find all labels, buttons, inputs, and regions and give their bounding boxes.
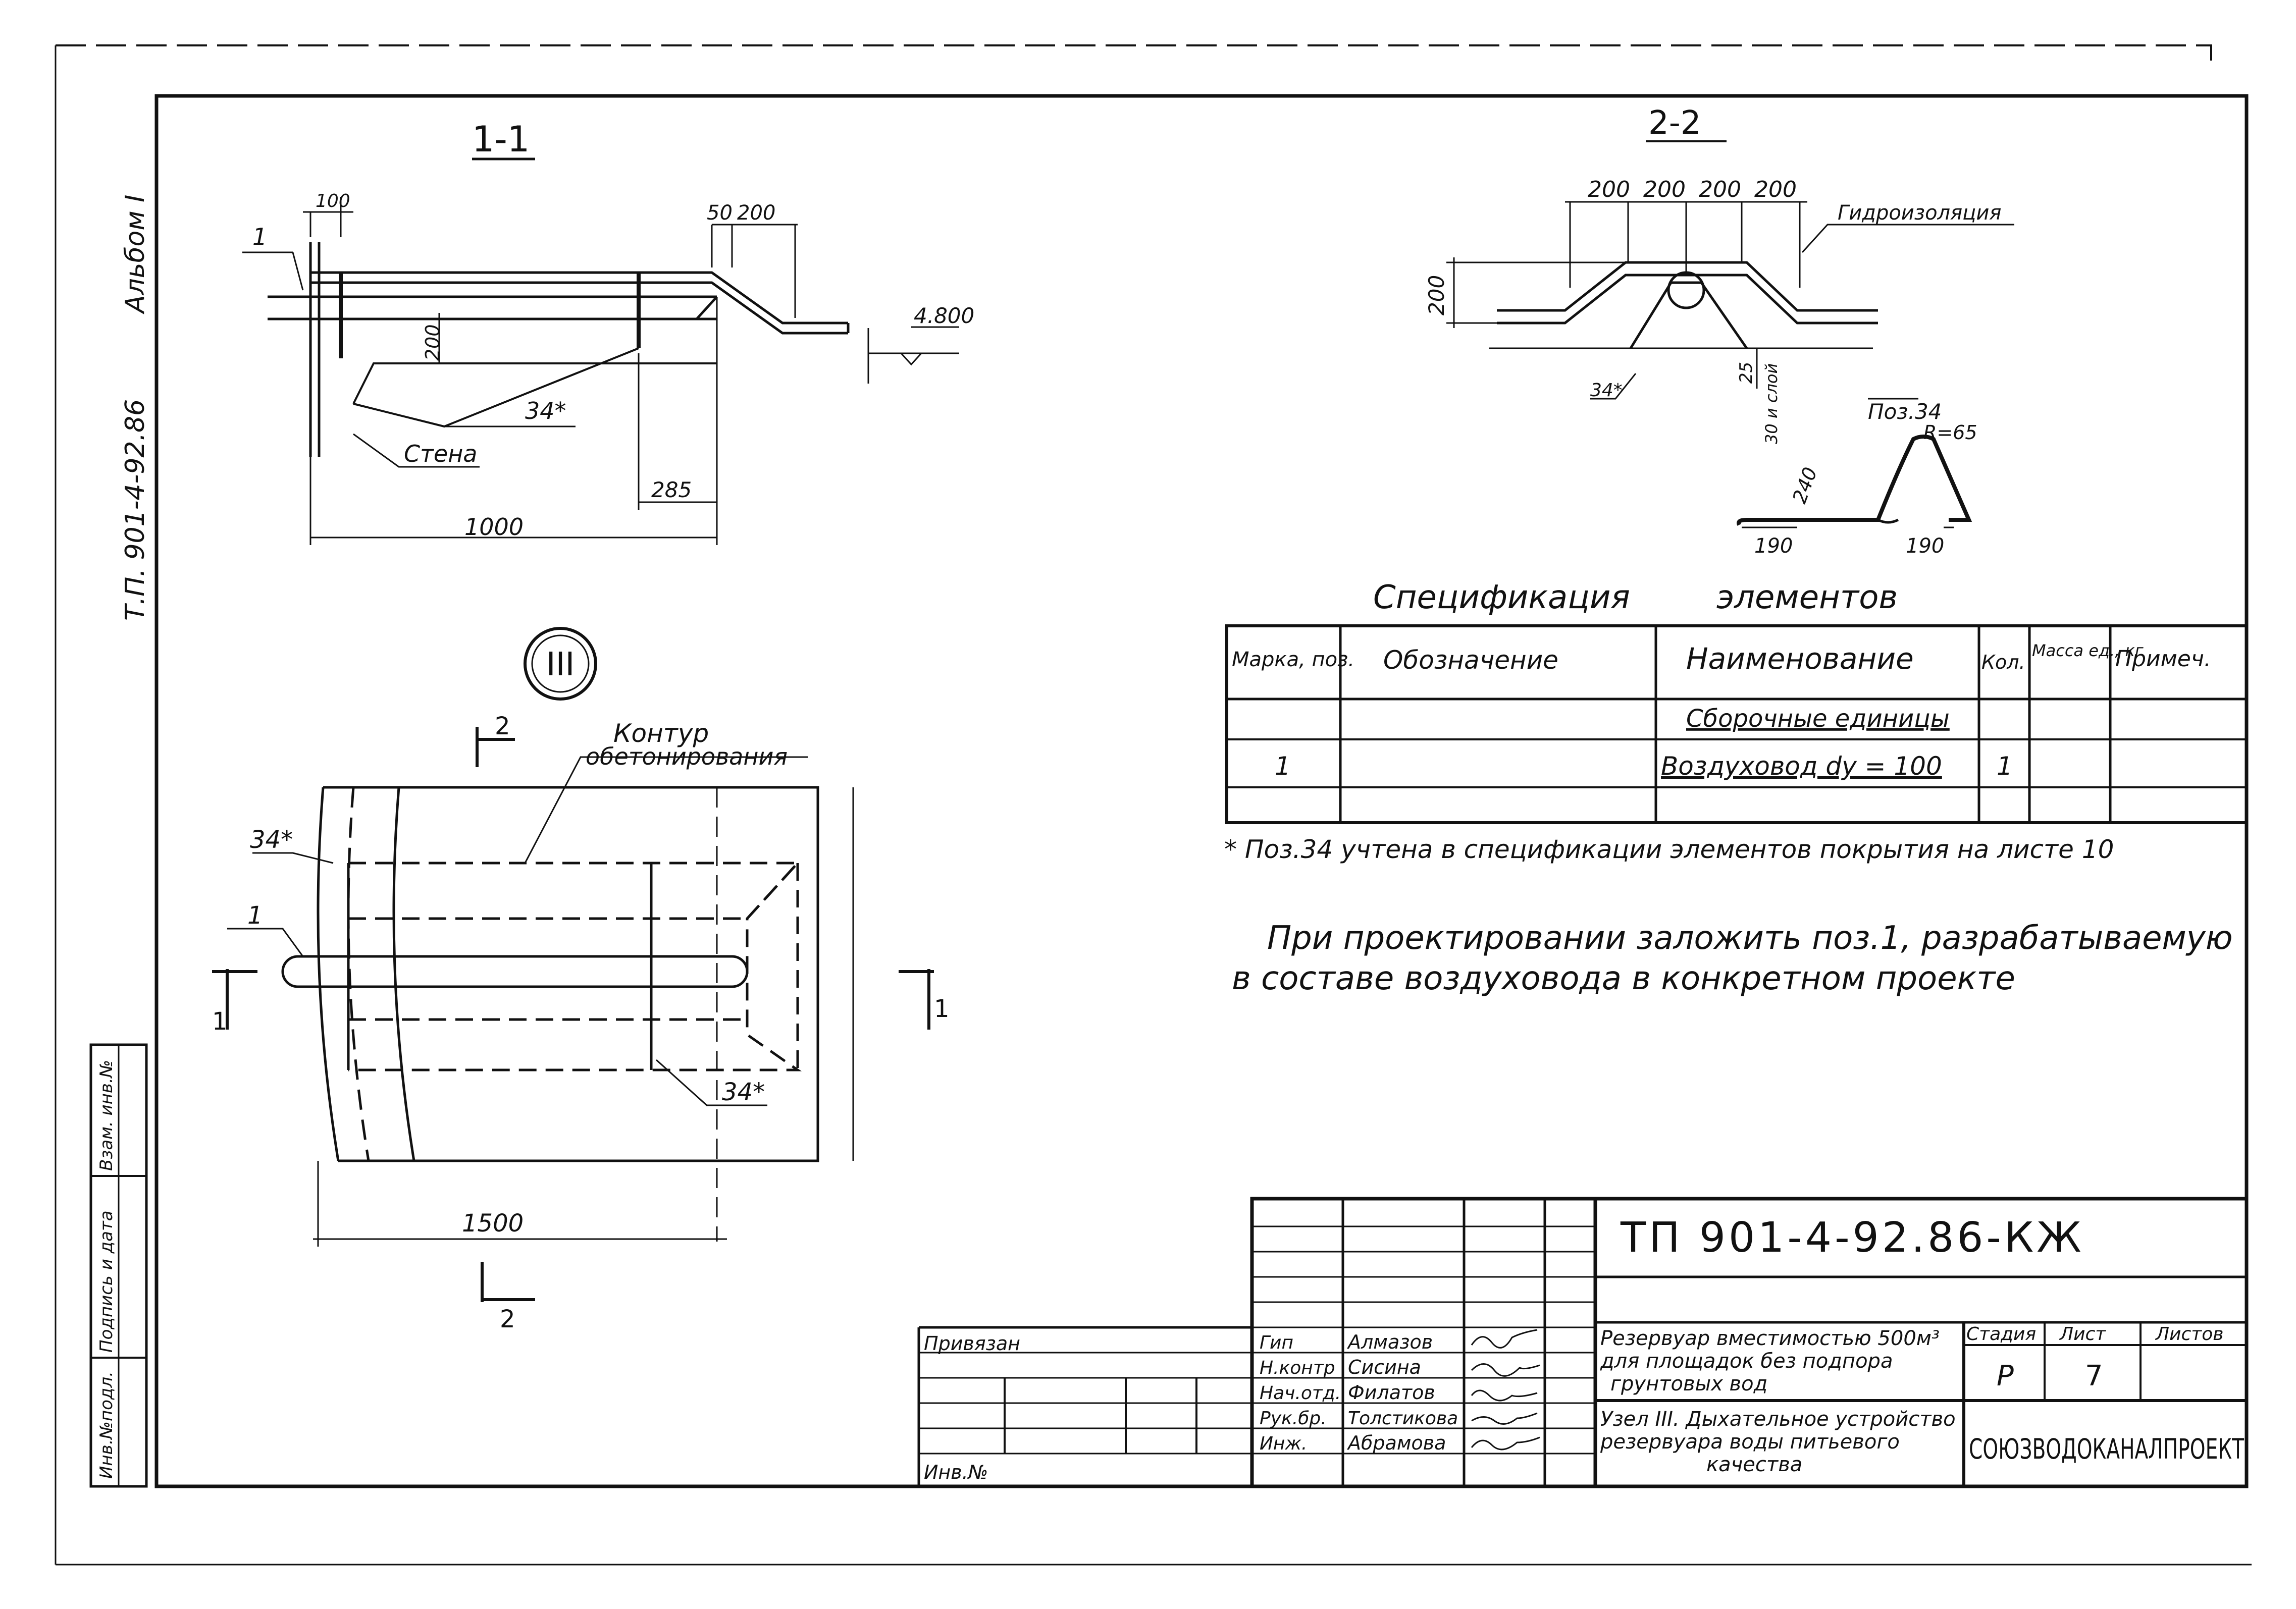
section-1-1: 1-1 (242, 119, 959, 545)
tb-name-4: Толстикова (1348, 1408, 1458, 1429)
spec-title-word2: элементов (1716, 579, 1898, 616)
spec-header-mark: Марка, поз. (1232, 648, 1354, 671)
tb-role-5: Инж. (1260, 1433, 1307, 1454)
section-2-2-title: 2-2 (1648, 104, 1701, 142)
s22-mark-34: 34* (1590, 380, 1623, 401)
spec-header-mass: Масса ед., кг (2032, 641, 2144, 660)
s22-dim-200v: 200 (1424, 275, 1449, 315)
plan-mark-1: 1 (247, 901, 263, 930)
spec-footnote: * Поз.34 учтена в спецификации элементов… (1224, 835, 2114, 864)
tb-organization: СОЮЗВОДОКАНАЛПРОЕКТ (1969, 1433, 2244, 1465)
s22-dim-3: 200 (1699, 177, 1741, 202)
spec-header-qty: Кол. (1981, 651, 2025, 673)
pos34-dim-190b: 190 (1906, 534, 1944, 558)
s11-dim-100: 100 (316, 191, 350, 211)
s22-dim-25: 25 (1736, 362, 1756, 384)
tb-name-2: Сисина (1348, 1356, 1421, 1378)
tb-name-5: Абрамова (1346, 1432, 1446, 1454)
signatures (1471, 1329, 1540, 1451)
s11-dim-50: 50 (707, 201, 733, 225)
plan-view-labels: Контур обетонирования 34* 1 34* 2 2 1 1 … (212, 712, 950, 1333)
spec-row2-mark: 1 (1275, 752, 1291, 781)
plan-mark-34a: 34* (250, 826, 293, 854)
s11-elevation: 4.800 (914, 303, 974, 328)
design-note-line1: При проектировании заложить поз.1, разра… (1267, 920, 2233, 957)
s11-mark-1: 1 (252, 223, 267, 250)
plan-cut-2-top: 2 (495, 712, 510, 740)
tb-sheet-line2: резервуара воды питьевого (1600, 1430, 1900, 1454)
plan-cut-1-left: 1 (212, 1007, 228, 1036)
s22-layer-note: 30 и слой (1762, 363, 1781, 444)
node-mark-label: III (546, 646, 575, 683)
s11-wall-label: Стена (404, 440, 477, 467)
tb-name-1: Алмазов (1346, 1331, 1433, 1353)
pos34-label: Поз.34 (1868, 399, 1942, 424)
tb-sheet: 7 (2085, 1360, 2103, 1392)
pos34-dim-190a: 190 (1754, 534, 1793, 558)
strip-signature-date: Подпись и дата (96, 1210, 117, 1353)
section-2-2: 2-2 (1446, 104, 2009, 528)
plan-cut-2-bottom: 2 (500, 1305, 515, 1333)
spec-header-name: Наименование (1686, 641, 1914, 676)
sheet-frame (55, 44, 2252, 1566)
plan-cut-1-right: 1 (934, 995, 950, 1023)
title-block: ТП 901-4-92.86-КЖ Привязан Инв.№ Гип Н.к… (917, 1197, 2249, 1488)
tb-sheet-header: Лист (2059, 1324, 2106, 1345)
s11-mark-34: 34* (525, 397, 566, 424)
tb-sheet-line1: Узел III. Дыхательное устройство (1600, 1408, 1956, 1431)
s22-dim-4: 200 (1754, 177, 1797, 202)
s11-dim-200: 200 (422, 324, 444, 361)
strip-inv-no: Инв.№подл. (96, 1371, 117, 1479)
tb-stage: Р (1997, 1360, 2014, 1392)
tb-sheet-line3: качества (1706, 1453, 1802, 1476)
tb-role-1: Гип (1260, 1332, 1293, 1353)
spec-row2-qty: 1 (1997, 752, 2013, 781)
section-1-1-labels: 1 100 50 200 200 4.800 34* Стена 285 100… (252, 191, 974, 541)
plan-view (212, 727, 934, 1302)
tb-role-2: Н.контр (1260, 1358, 1335, 1378)
spec-header-note: Примеч. (2115, 646, 2211, 672)
plan-contour-line1: Контур (613, 719, 709, 748)
plan-dim-1500: 1500 (462, 1209, 524, 1238)
tb-role-3: Нач.отд. (1260, 1383, 1341, 1404)
tb-name-3: Филатов (1348, 1381, 1435, 1404)
s11-dim-285: 285 (651, 477, 692, 502)
section-1-1-title: 1-1 (472, 119, 530, 160)
tb-inv-no: Инв.№ (924, 1461, 988, 1483)
tb-object-line1: Резервуар вместимостью 500м³ (1600, 1327, 1940, 1350)
pos34-radius: R=65 (1923, 421, 1977, 444)
project-code-vertical: Т.П. 901-4-92.86 (120, 399, 150, 621)
tb-code: ТП 901-4-92.86-КЖ (1620, 1214, 2084, 1262)
pos34-dim-240: 240 (1788, 464, 1821, 506)
design-note-line2: в составе воздуховода в конкретном проек… (1232, 960, 2015, 997)
spec-table: Спецификация элементов Марка, поз. Обозн… (1225, 579, 2248, 824)
spec-row2-name: Воздуховод dу = 100 (1661, 752, 1942, 781)
plan-mark-34b: 34* (722, 1078, 765, 1106)
spec-title-word1: Спецификация (1373, 579, 1630, 616)
s11-dim-1000: 1000 (464, 513, 524, 541)
tb-role-4: Рук.бр. (1260, 1408, 1327, 1429)
node-mark: III (524, 627, 597, 701)
plan-contour-line2: обетонирования (586, 743, 788, 770)
tb-stage-header: Стадия (1966, 1324, 2036, 1345)
spec-header-designation: Обозначение (1383, 646, 1558, 675)
s11-dim-200-top: 200 (737, 201, 775, 225)
strip-replaced-inv: Взам. инв.№ (96, 1060, 117, 1171)
tb-privyazan: Привязан (924, 1332, 1020, 1355)
s22-dim-2: 200 (1643, 177, 1686, 202)
tb-sheets-header: Листов (2155, 1324, 2223, 1345)
section-2-2-labels: 200 200 200 200 Гидроизоляция 200 34* 25… (1424, 177, 2014, 558)
tb-object-line3: грунтовых вод (1610, 1372, 1767, 1396)
album-label: Альбом I (120, 195, 150, 314)
tb-object-line2: для площадок без подпора (1600, 1350, 1893, 1373)
s22-dim-1: 200 (1588, 177, 1630, 202)
margin-stamp: Альбом I Т.П. 901-4-92.86 (120, 195, 150, 621)
s22-waterproofing: Гидроизоляция (1838, 201, 2001, 225)
spec-row1-name: Сборочные единицы (1686, 705, 1950, 733)
left-strip: Инв.№подл. Подпись и дата Взам. инв.№ (89, 1043, 148, 1488)
